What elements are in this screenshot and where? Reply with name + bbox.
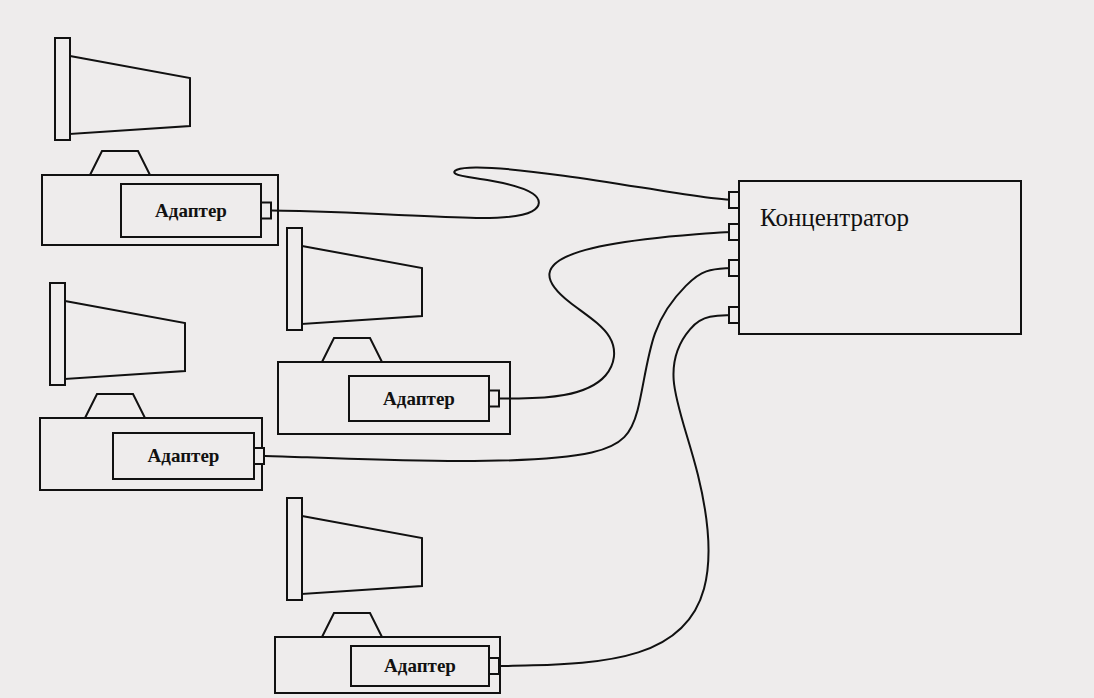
- network-cable: [262, 167, 738, 218]
- monitor-screen: [55, 38, 70, 140]
- adapter-port: [254, 448, 264, 464]
- adapter-box: Адаптер: [120, 183, 262, 238]
- adapter-box: Адаптер: [348, 375, 490, 422]
- network-cable: [255, 268, 738, 461]
- computer-illustration: [42, 38, 278, 245]
- monitor-screen: [50, 283, 65, 385]
- computer-illustration: [275, 498, 500, 693]
- monitor-screen: [287, 498, 302, 600]
- adapter-port: [261, 203, 271, 219]
- monitor-screen: [287, 228, 302, 330]
- adapter-port: [489, 391, 499, 407]
- network-cable: [490, 232, 738, 399]
- system-unit: [40, 418, 262, 490]
- system-unit: [275, 637, 500, 693]
- system-unit: [42, 175, 278, 245]
- monitor-stand: [90, 151, 150, 175]
- hub-box: Концентратор: [738, 180, 1022, 335]
- monitor-body: [302, 246, 422, 324]
- adapter-box: Адаптер: [350, 645, 490, 687]
- node-label: Концентратор: [760, 204, 909, 231]
- computer-illustration: [278, 228, 510, 434]
- network-cable: [490, 315, 738, 666]
- monitor-stand: [322, 613, 382, 637]
- adapter-port: [489, 658, 499, 674]
- system-unit: [278, 362, 510, 434]
- node-label: Адаптер: [384, 655, 456, 677]
- adapter-box: Адаптер: [112, 432, 255, 480]
- monitor-stand: [322, 338, 382, 362]
- monitor-body: [65, 301, 185, 379]
- computer-illustration: [40, 283, 262, 490]
- monitor-body: [302, 516, 422, 594]
- node-label: Адаптер: [155, 200, 227, 222]
- node-label: Адаптер: [383, 388, 455, 410]
- monitor-stand: [85, 394, 145, 418]
- node-label: Адаптер: [148, 445, 220, 467]
- monitor-body: [70, 56, 190, 134]
